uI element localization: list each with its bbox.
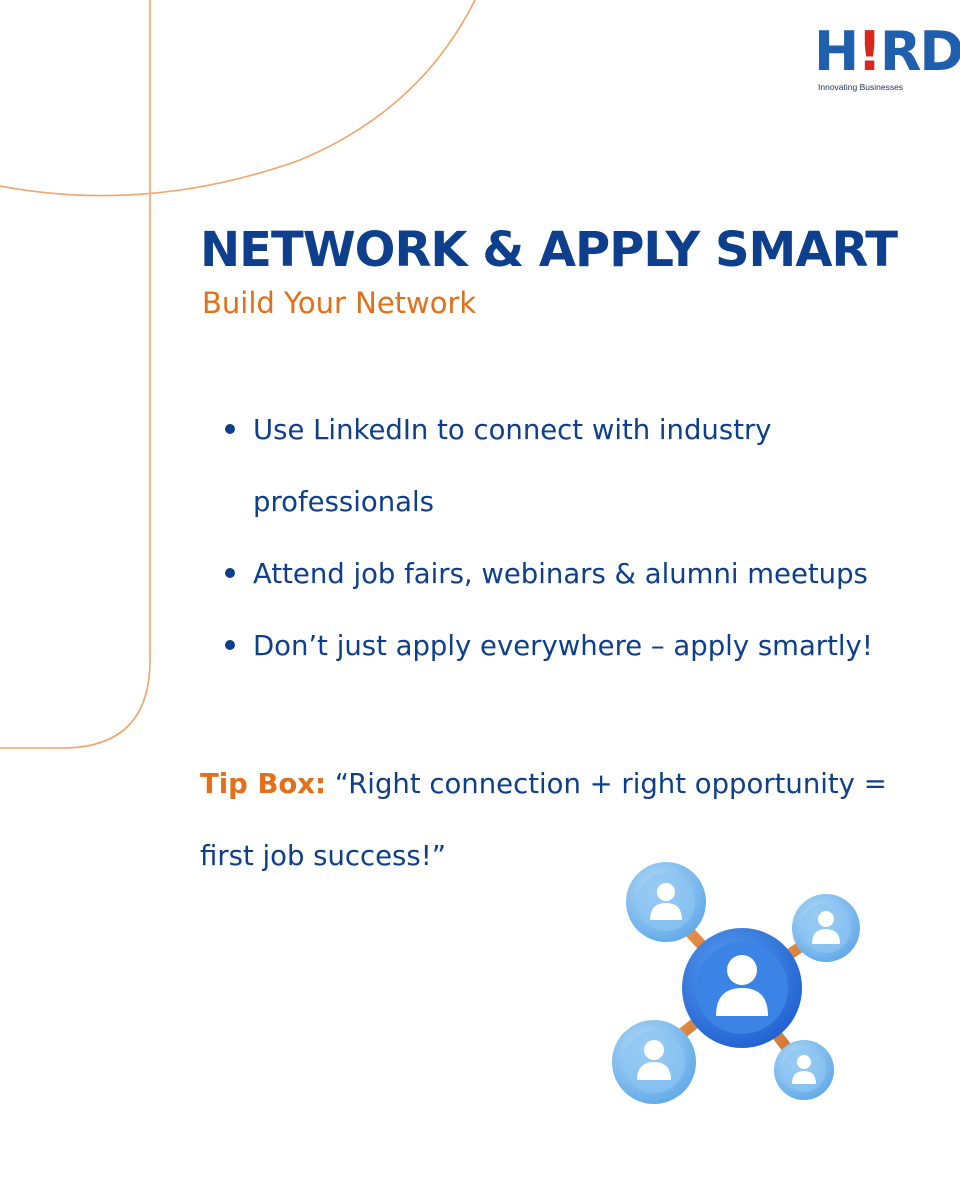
list-item: Attend job fairs, webinars & alumni meet… (222, 538, 942, 610)
person-node-icon (612, 1020, 696, 1104)
list-item-text: Use LinkedIn to connect with industry pr… (253, 414, 772, 518)
logo-wordmark: H!RD (814, 20, 960, 83)
bullet-icon (225, 424, 235, 434)
page-subtitle: Build Your Network (202, 286, 477, 320)
tip-text: “Right connection + right opportunity = … (200, 768, 887, 872)
page-title: NETWORK & APPLY SMART (200, 222, 898, 278)
list-item: Don’t just apply everywhere – apply smar… (222, 610, 942, 682)
brand-logo: H!RD Innovating Businesses (814, 8, 960, 93)
decorative-arc-top (0, 0, 476, 197)
list-item-text: Attend job fairs, webinars & alumni meet… (253, 558, 868, 590)
person-node-icon (626, 862, 706, 942)
person-hub-icon (682, 928, 802, 1048)
decorative-line-vertical (0, 0, 151, 749)
tip-label: Tip Box: (200, 768, 327, 800)
bullet-list: Use LinkedIn to connect with industry pr… (222, 394, 942, 682)
tip-box: Tip Box: “Right connection + right oppor… (200, 748, 940, 892)
bullet-icon (225, 640, 235, 650)
people-network-icon (612, 862, 860, 1104)
list-item-text: Don’t just apply everywhere – apply smar… (253, 630, 873, 662)
person-node-icon (774, 1040, 834, 1100)
person-node-icon (792, 894, 860, 962)
list-item: Use LinkedIn to connect with industry pr… (222, 394, 942, 538)
logo-tagline: Innovating Businesses (818, 82, 904, 92)
bullet-icon (225, 568, 235, 578)
